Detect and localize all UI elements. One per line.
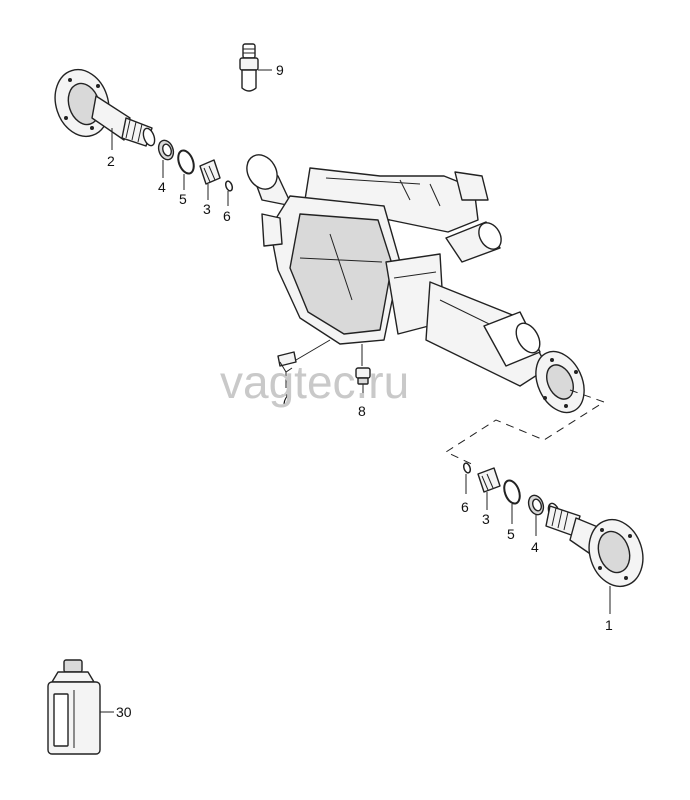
flange-shaft-right-part-1[interactable]: [545, 502, 651, 594]
shaft-seal-left-part-4[interactable]: [156, 138, 176, 162]
callout-6-left: 6: [223, 208, 231, 224]
circlip-right-part-5[interactable]: [501, 478, 522, 505]
callout-6-right: 6: [461, 499, 469, 515]
filler-plug-part-8[interactable]: [355, 367, 371, 385]
shaft-seal-right-part-4[interactable]: [526, 493, 546, 517]
gear-oil-bottle-part-30[interactable]: [47, 659, 101, 755]
callout-3-left: 3: [203, 201, 211, 217]
o-ring-left-part-6[interactable]: [224, 180, 234, 192]
callout-3-right: 3: [482, 511, 490, 527]
watermark: vagtec.ru: [220, 356, 409, 408]
bearing-left-part-3[interactable]: [199, 159, 221, 185]
final-drive-housing: [246, 154, 585, 414]
dashed-assembly-guide: [444, 389, 606, 467]
breather-valve-part-9[interactable]: [239, 43, 259, 92]
callout-2: 2: [107, 153, 115, 169]
callout-1: 1: [605, 617, 613, 633]
callout-9: 9: [276, 62, 284, 78]
flange-shaft-left-part-2[interactable]: [47, 63, 157, 148]
o-ring-right-part-6[interactable]: [462, 462, 472, 474]
callout-30: 30: [116, 704, 132, 720]
callout-7: 7: [281, 391, 289, 407]
callout-8: 8: [358, 403, 366, 419]
callout-4-left: 4: [158, 179, 166, 195]
callout-5-right: 5: [507, 526, 515, 542]
bearing-right-part-3[interactable]: [477, 467, 501, 493]
callout-4-right: 4: [531, 539, 539, 555]
circlip-left-part-5[interactable]: [175, 148, 196, 175]
callout-5-left: 5: [179, 191, 187, 207]
leader-line-housing-7: [295, 339, 331, 361]
